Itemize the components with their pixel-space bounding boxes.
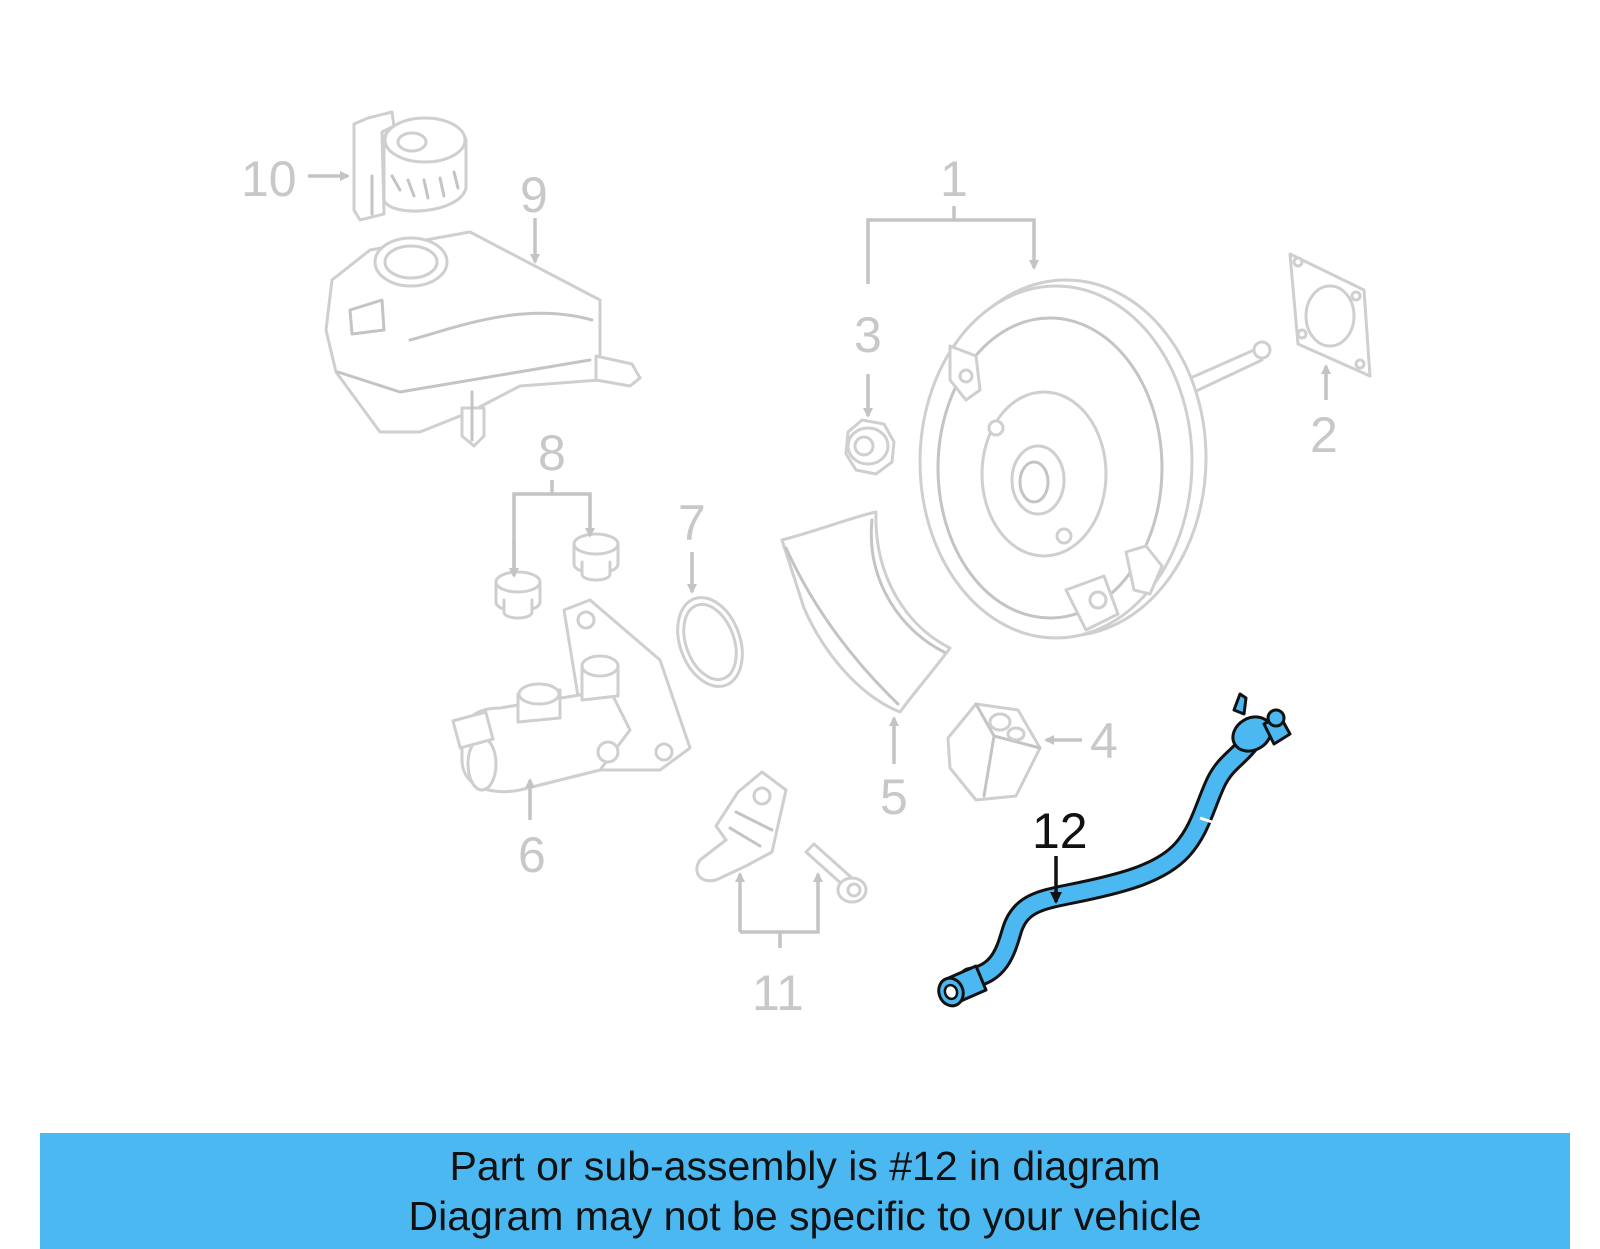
- callout-11: 11: [752, 965, 804, 1021]
- part-7-seal-ring[interactable]: [666, 589, 754, 696]
- part-2-gasket[interactable]: [1288, 252, 1372, 378]
- callout-6: 6: [518, 827, 546, 883]
- callout-7: 7: [678, 495, 706, 551]
- part-6-master-cylinder[interactable]: [451, 598, 692, 794]
- callout-3: 3: [854, 307, 882, 363]
- banner-line-2: Diagram may not be specific to your vehi…: [408, 1193, 1202, 1239]
- callout-12: 12: [1032, 803, 1088, 859]
- callout-9: 9: [520, 167, 548, 223]
- part-4-sensor[interactable]: [946, 702, 1042, 802]
- callout-1: 1: [940, 151, 968, 207]
- callout-10: 10: [241, 151, 297, 207]
- part-9-fluid-reservoir[interactable]: [324, 230, 642, 448]
- banner-line-1: Part or sub-assembly is #12 in diagram: [449, 1143, 1161, 1189]
- part-10-reservoir-cap[interactable]: [352, 110, 468, 222]
- part-5-heat-shield[interactable]: [780, 510, 952, 714]
- leader-line-11b: [740, 872, 823, 934]
- callout-2: 2: [1310, 407, 1338, 463]
- part-3-nut[interactable]: [844, 418, 896, 476]
- callout-8: 8: [538, 425, 566, 481]
- leader-line-1: [866, 218, 1039, 284]
- callout-4: 4: [1090, 713, 1118, 769]
- part-12-vacuum-hose[interactable]: [935, 692, 1292, 1009]
- info-banner: Part or sub-assembly is #12 in diagram D…: [40, 1133, 1570, 1249]
- part-1-brake-booster[interactable]: [918, 278, 1272, 640]
- callout-5: 5: [880, 769, 908, 825]
- part-8-grommets[interactable]: [494, 532, 620, 620]
- part-11-bracket-and-bolt[interactable]: [695, 770, 868, 904]
